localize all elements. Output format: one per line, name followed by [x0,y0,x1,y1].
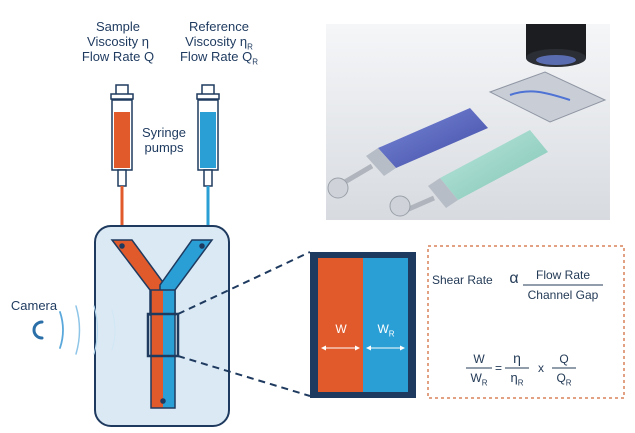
reference-title: Reference [189,19,249,34]
sample-label: Sample Viscosity η Flow Rate Q [64,19,172,64]
ratio-eta: η [513,350,521,366]
shear-rate-prefix: Shear Rate [432,273,493,287]
teal-syringe [389,130,548,217]
sample-viscosity: Viscosity η [87,34,149,49]
wr-sub: R [388,329,395,339]
wr-label: WR [373,322,399,339]
sample-syringe [110,84,134,240]
shear-denominator: Channel Gap [527,288,599,302]
reference-flow-sub: R [252,57,259,67]
ratio-times: x [538,361,544,375]
syringe-pumps-label: Syringe pumps [134,125,194,155]
y-channel [110,239,214,409]
sample-flow-rate: Flow Rate Q [81,49,155,64]
ratio-qr: QR [552,371,576,388]
reference-viscosity-sub: R [247,42,253,52]
proportional-symbol: α [509,270,519,287]
device-photo [326,24,610,220]
camera-lens-icon [526,24,586,67]
ratio-q: Q [559,352,569,366]
wr-main: W [377,322,389,336]
ratio-qr-sub: R [565,378,572,388]
syringe-label-line2: pumps [144,140,184,155]
zoomed-channel [310,252,416,398]
ratio-wr-sub: R [481,378,488,388]
reference-flow-main: Flow Rate Q [179,49,253,64]
equation-box [427,245,625,399]
w-label: W [335,322,347,336]
ratio-etar-main: η [510,370,518,385]
camera-label: Camera [10,298,58,313]
reference-viscosity: Viscosity ηR [164,34,274,52]
ratio-equals: = [494,361,502,375]
ratio-qr-main: Q [556,371,566,385]
ratio-wr: WR [466,371,492,388]
shear-numerator: Flow Rate [535,268,591,282]
ratio-etar-sub: R [517,378,524,388]
ratio-etar: ηR [505,370,529,388]
blue-syringe [327,108,488,199]
camera-icon [32,305,116,355]
reference-label: Reference Viscosity ηR Flow Rate QR [164,19,274,67]
zoom-region [146,312,180,358]
sample-title: Sample [95,19,141,34]
reference-syringe [196,84,220,240]
syringe-label-line1: Syringe [141,125,187,140]
ratio-w: W [473,352,485,366]
chip-plate [488,71,607,123]
reference-flow-rate: Flow Rate QR [164,49,274,67]
ratio-wr-main: W [470,371,482,385]
reference-viscosity-main: Viscosity η [185,34,248,49]
